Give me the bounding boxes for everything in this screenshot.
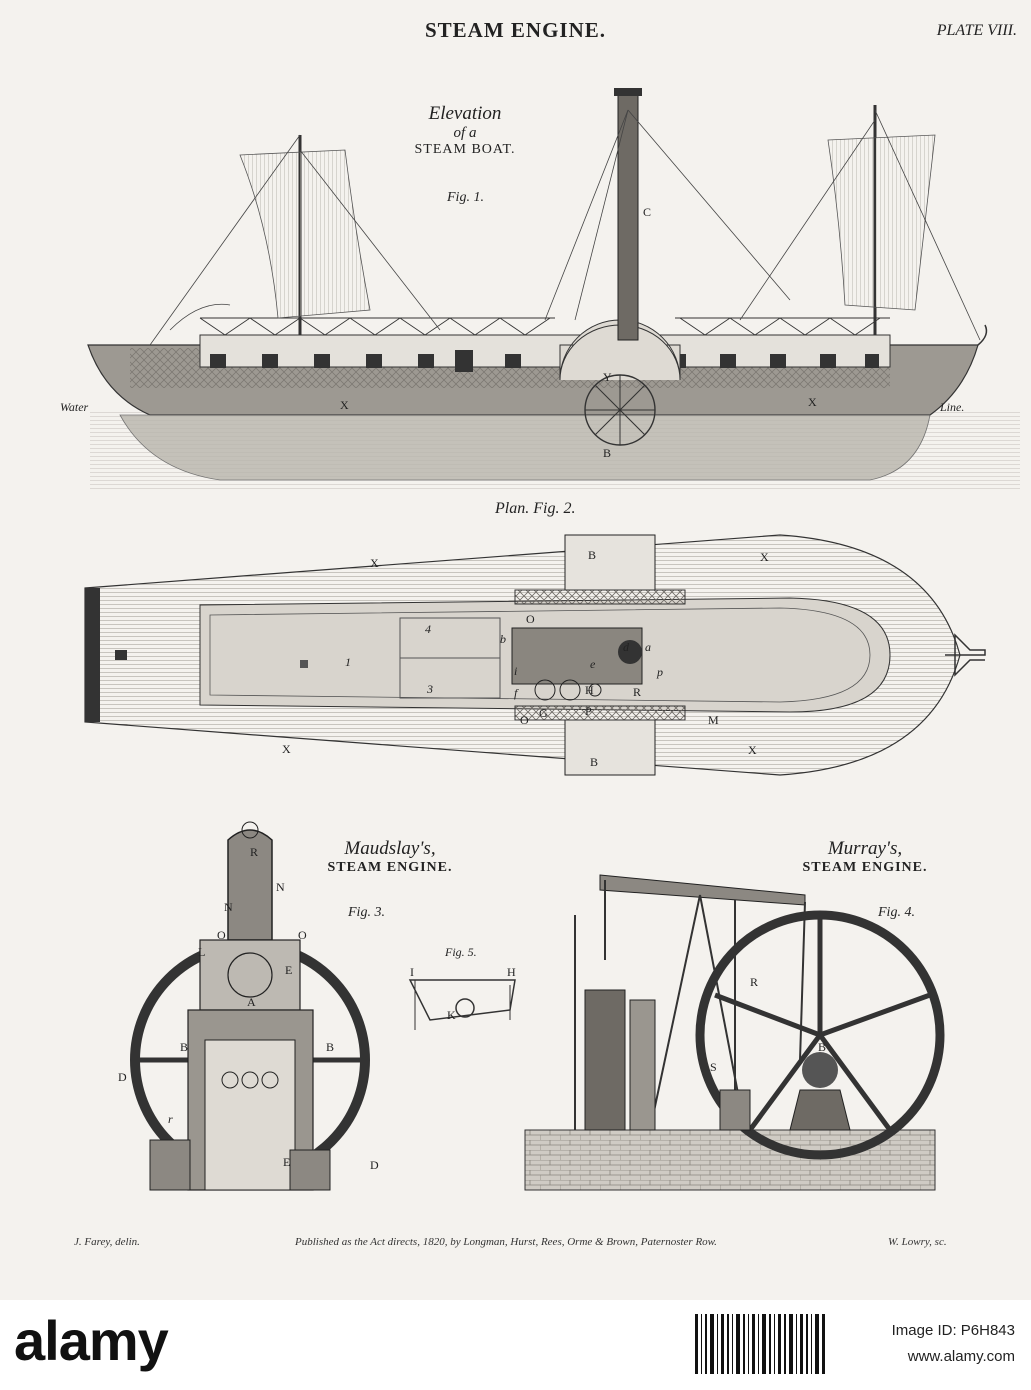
fig2-letter-d: d	[623, 640, 629, 654]
fig3-letter-b2: B	[326, 1040, 335, 1054]
fig5-detail	[408, 979, 516, 1030]
plan-paddle-box-bottom	[564, 719, 656, 776]
fig4-caption-line2: STEAM ENGINE.	[802, 859, 928, 875]
engraving-plate: STEAM ENGINE. PLATE VIII.	[0, 0, 1031, 1300]
fig4-label: Fig. 4.	[878, 905, 915, 920]
fig1-letter-y: Y	[603, 370, 612, 384]
fig4-letter-r: R	[750, 975, 759, 989]
fig1-caption-line3: STEAM BOAT.	[414, 142, 516, 158]
fig1-caption-line2: of a	[453, 124, 477, 141]
fig5-letter-h: H	[507, 965, 516, 979]
credit-publisher: Published as the Act directs, 1820, by L…	[295, 1236, 717, 1248]
fig2-label: Plan. Fig. 2.	[495, 500, 576, 517]
aft-sail	[827, 134, 936, 311]
fig1-steam-boat	[87, 88, 1020, 490]
fig5-letter-i: I	[410, 965, 414, 979]
fig3-letter-e1: E	[285, 963, 293, 977]
fig3-label: Fig. 3.	[348, 905, 385, 920]
line-label: Line.	[940, 400, 965, 414]
alamy-logo: alamy	[14, 1309, 169, 1372]
site-url: www.alamy.com	[907, 1348, 1015, 1365]
fig2-letter-x-tr: X	[760, 550, 769, 564]
plate-number: PLATE VIII.	[936, 22, 1017, 39]
fig1-caption-line1: Elevation	[428, 103, 502, 124]
fig3-letter-d2: D	[370, 1158, 379, 1172]
fig3-letter-r-small: r	[168, 1112, 173, 1126]
fig2-letter-x-br: X	[748, 743, 757, 757]
fig2-letter-m: M	[708, 713, 719, 727]
fig2-letter-3: 3	[427, 682, 433, 696]
deckhouse	[199, 334, 891, 368]
fig3-letter-o2: O	[298, 928, 307, 942]
fig3-letter-n1: N	[276, 880, 285, 894]
murray-cylinder	[584, 989, 626, 1131]
fig4-letter-s: S	[710, 1060, 717, 1074]
fig3-letter-r: R	[250, 845, 259, 859]
fig2-letter-a: a	[645, 640, 651, 654]
plan-paddle-box-top	[564, 534, 656, 591]
fig3-caption: Maudslay's, STEAM ENGINE.	[315, 838, 465, 876]
fig3-letter-o1: O	[217, 928, 226, 942]
fig1-letter-b: B	[603, 446, 612, 460]
fig2-letter-b-bot: B	[590, 755, 599, 769]
barcode-icon	[695, 1314, 825, 1374]
fig2-letter-h: H	[585, 683, 594, 697]
fig2-letter-p-big: P	[585, 704, 592, 718]
fig1-caption: Elevation of a STEAM BOAT.	[390, 103, 540, 158]
fig2-letter-r: R	[633, 685, 642, 699]
fig3-letter-l: L	[198, 945, 206, 959]
fig2-letter-e: e	[590, 657, 596, 671]
stock-footer: alamy Image ID: P6H843 www.alamy.com	[0, 1300, 1031, 1390]
fig2-letter-o-bot: O	[520, 713, 529, 727]
credit-engraver: W. Lowry, sc.	[888, 1236, 947, 1248]
water-label: Water	[60, 400, 89, 414]
fig1-label: Fig. 1.	[447, 190, 484, 205]
fig2-plan	[84, 534, 986, 776]
fig1-letter-x2: X	[808, 395, 817, 409]
fig4-caption: Murray's, STEAM ENGINE.	[790, 838, 940, 876]
fig2-letter-x-bl: X	[282, 742, 291, 756]
image-id: Image ID: P6H843	[891, 1322, 1015, 1339]
fig2-letter-p-small: p	[657, 665, 663, 679]
murray-beam	[599, 874, 806, 906]
fig2-letter-x-tl: X	[370, 556, 379, 570]
fig2-letter-b-small: b	[500, 632, 506, 646]
fig2-letter-f: f	[514, 686, 518, 700]
fig3-caption-line2: STEAM ENGINE.	[327, 859, 453, 875]
fig2-letter-g: G	[539, 706, 548, 720]
fig1-letter-x1: X	[340, 398, 349, 412]
fig3-letter-d1: D	[118, 1070, 127, 1084]
fig3-caption-line1: Maudslay's,	[344, 838, 436, 859]
fig2-letter-1: 1	[345, 655, 351, 669]
fig3-letter-a: A	[247, 995, 256, 1009]
plate-title: STEAM ENGINE.	[424, 18, 607, 42]
fig3-letter-b1: B	[180, 1040, 189, 1054]
fig4-murray-engine	[524, 874, 945, 1191]
fig1-letter-c: C	[643, 205, 652, 219]
fig4-letter-b: B	[818, 1040, 827, 1054]
fore-sail	[239, 149, 371, 319]
fig2-letter-4: 4	[425, 622, 431, 636]
fig3-maudslay-engine	[130, 821, 370, 1191]
murray-brick-base	[524, 1129, 936, 1191]
fig3-letter-n2: N	[224, 900, 233, 914]
fig5-letter-k: K	[447, 1008, 456, 1022]
fig5-label: Fig. 5.	[445, 945, 477, 959]
footer-meta: Image ID: P6H843 www.alamy.com	[695, 1308, 1015, 1378]
fig2-letter-i: i	[514, 664, 518, 678]
fig2-letter-o-top: O	[526, 612, 535, 626]
fig2-letter-b-top: B	[588, 548, 597, 562]
engraving-illustration	[84, 88, 1020, 1191]
fig3-letter-e2: E	[283, 1155, 291, 1169]
credit-draughtsman: J. Farey, delin.	[74, 1236, 140, 1248]
fig4-caption-line1: Murray's,	[827, 838, 903, 859]
